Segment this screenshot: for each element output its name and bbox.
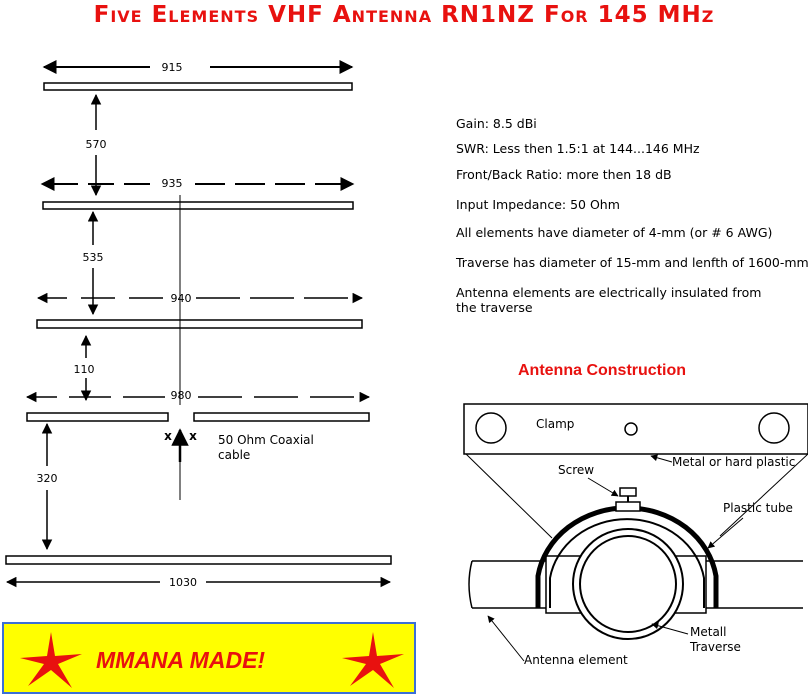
material-label: Metal or hard plastic [672,455,795,469]
clamp-hole [758,412,790,444]
element-leader [487,615,525,662]
feed-point-mark: x [189,429,197,443]
screw-nut [615,501,641,512]
material-leader [650,454,673,463]
clamp-hole [475,412,507,444]
page-title: Five Elements VHF Antenna RN1NZ For 145 … [93,2,715,28]
spacing-label: 110 [74,363,95,376]
traverse-leader [651,622,689,635]
element-length-label: 940 [171,292,192,305]
plastic-tube-label: Plastic tube [723,501,793,515]
screw-leader [587,477,619,497]
traverse-label: Traverse [689,640,741,654]
clamp-hole [624,422,638,436]
traverse-inner [579,535,677,633]
construction-diagram: Clamp Screw Metal or hard plastic Plasti… [463,403,808,667]
feed-point-mark: x [164,429,172,443]
antenna-element-2 [42,201,354,210]
antenna-element-5 [5,555,392,565]
element-tube-end [468,560,473,609]
spec-insulation: Antenna elements are electrically insula… [456,285,762,300]
driven-element-right [193,412,370,422]
antenna-layout-diagram: 915 570 935 535 940 110 980 x x 50 Ohm C… [5,60,392,589]
element-length-label: 935 [162,177,183,190]
spacing-label: 320 [37,472,58,485]
spacing-label: 535 [83,251,104,264]
spacing-label: 570 [86,138,107,151]
construction-title: Antenna Construction [518,362,686,379]
element-length-label: 980 [171,389,192,402]
element-label: Antenna element [524,653,628,667]
coax-label: 50 Ohm Coaxial [218,433,314,447]
badge-text: MMANA MADE! [96,647,266,673]
projection-line [465,453,553,539]
u-clamp-inner [549,518,705,608]
screw-head [619,487,637,497]
traverse-label: Metall [690,625,726,639]
coax-label: cable [218,448,250,462]
star-icon [342,632,404,688]
mmana-badge: MMANA MADE! [2,622,416,694]
antenna-element-3 [36,319,363,329]
plastic-tube-leader [707,517,744,549]
spec-swr: SWR: Less then 1.5:1 at 144...146 MHz [456,141,700,156]
element-length-label: 915 [162,61,183,74]
clamp-label: Clamp [536,417,574,431]
spec-impedance: Input Impedance: 50 Ohm [456,197,620,212]
spec-element-diameter: All elements have diameter of 4-mm (or #… [456,225,773,240]
antenna-element-1 [43,82,353,91]
element-length-label: 1030 [169,576,197,589]
spec-traverse: Traverse has diameter of 15-mm and lenft… [456,255,808,270]
screw-label: Screw [558,463,594,477]
star-icon [20,632,82,688]
projection-line [719,453,808,537]
spec-front-back: Front/Back Ratio: more then 18 dB [456,167,672,182]
spec-insulation-cont: the traverse [456,300,533,315]
driven-element-left [26,412,169,422]
spec-gain: Gain: 8.5 dBi [456,116,537,131]
